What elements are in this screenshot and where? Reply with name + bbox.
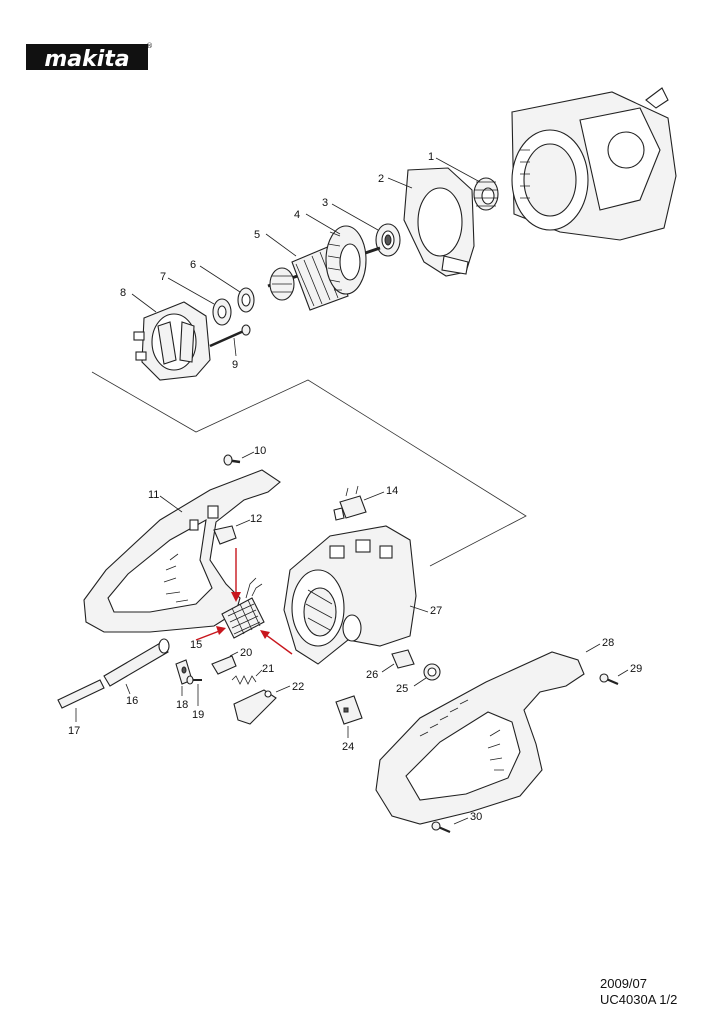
part-20-lock-lever — [211, 655, 237, 675]
part-number-25: 25 — [396, 683, 408, 695]
part-17-cord — [57, 679, 105, 709]
part-number-9: 9 — [232, 359, 238, 371]
part-28-handle-half — [375, 651, 585, 825]
part-21-spring — [231, 675, 257, 685]
part-number-2: 2 — [378, 173, 384, 185]
part-number-3: 3 — [322, 197, 328, 209]
part-number-10: 10 — [254, 445, 266, 457]
part-number-29: 29 — [630, 663, 642, 675]
part-number-26: 26 — [366, 669, 378, 681]
arrow-down-head — [231, 592, 241, 602]
footer-model: UC4030A 1/2 — [600, 992, 678, 1007]
part-6-ball-bearing — [237, 287, 255, 313]
part-number-19: 19 — [192, 709, 204, 721]
part-number-27: 27 — [430, 605, 442, 617]
part-number-22: 22 — [292, 681, 304, 693]
part-14-brush-holder — [333, 485, 367, 521]
part-number-28: 28 — [602, 637, 614, 649]
part-number-4: 4 — [294, 209, 300, 221]
part-number-16: 16 — [126, 695, 138, 707]
registered-mark: ® — [146, 42, 153, 50]
arrow-right — [195, 629, 223, 641]
part-16-cord-guard — [103, 638, 170, 687]
part-3-ball-bearing — [375, 223, 401, 257]
arrow-left-head — [260, 630, 270, 639]
makita-logo: makita ® — [26, 42, 153, 72]
part-29-screw — [599, 673, 619, 686]
part-number-8: 8 — [120, 287, 126, 299]
part-7-rubber-ring — [212, 298, 232, 326]
part-number-1: 1 — [428, 151, 434, 163]
part-number-21: 21 — [262, 663, 274, 675]
part-2-baffle-plate — [403, 167, 475, 277]
part-22-switch-trigger — [233, 689, 277, 725]
part-25-brush-cap — [423, 663, 441, 681]
part-number-11: 11 — [148, 489, 159, 501]
logo-text: makita — [44, 47, 129, 72]
part-27-motor-housing — [283, 525, 417, 665]
part-number-20: 20 — [240, 647, 252, 659]
part-number-12: 12 — [250, 513, 262, 525]
part-24-carbon-brush — [335, 695, 363, 725]
part-30-screw — [431, 821, 451, 834]
part-number-30: 30 — [470, 811, 482, 823]
part-number-7: 7 — [160, 271, 166, 283]
part-number-24: 24 — [342, 741, 354, 753]
part-1-drive-gear — [473, 177, 499, 211]
part-9-screw — [209, 324, 251, 348]
footer-date: 2009/07 — [600, 976, 647, 991]
part-10-screw — [223, 454, 241, 466]
gear-housing — [511, 87, 677, 241]
part-19-screw — [186, 675, 202, 685]
part-12-strain-relief — [213, 525, 237, 545]
assembly-frame-top — [91, 371, 527, 567]
part-26-brush-holder-cap — [391, 649, 415, 669]
part-8-field — [133, 301, 211, 381]
part-number-5: 5 — [254, 229, 260, 241]
part-15-switch — [221, 577, 265, 639]
assembly-arrows — [195, 548, 293, 655]
part-number-15: 15 — [190, 639, 202, 651]
part-number-14: 14 — [386, 485, 398, 497]
part-4-fan — [325, 225, 367, 295]
part-number-6: 6 — [190, 259, 196, 271]
part-number-17: 17 — [68, 725, 80, 737]
part-11-handle-half — [83, 469, 281, 633]
arrow-right-head — [216, 626, 226, 635]
part-number-18: 18 — [176, 699, 188, 711]
